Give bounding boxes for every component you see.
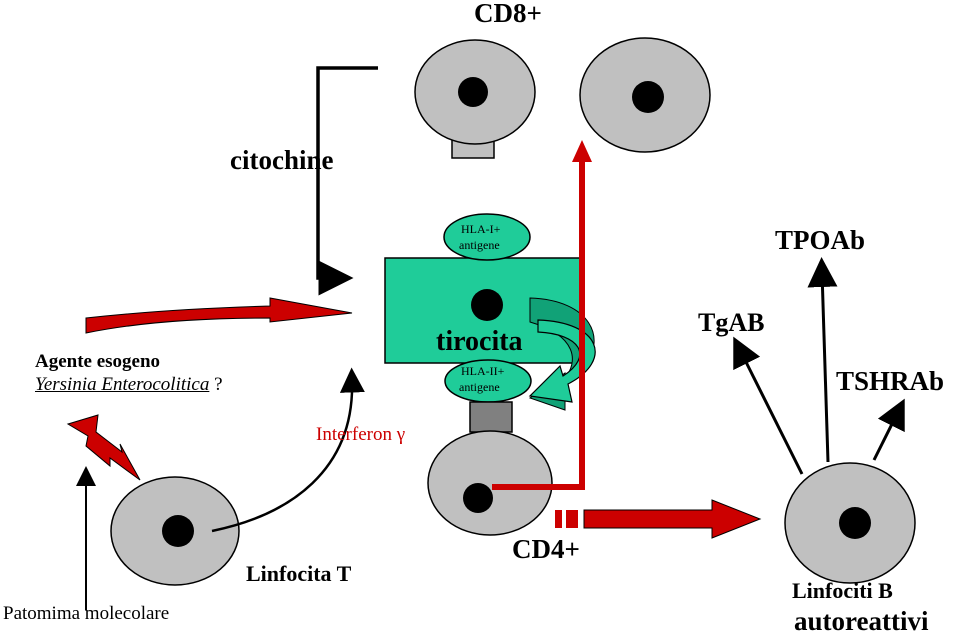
interferon-arrow	[211, 367, 365, 533]
yersinia-label: Yersinia Enterocolitica ?	[35, 374, 223, 396]
hla2-label-line1: HLA-II+	[461, 364, 505, 378]
tshrab-label: TSHRAb	[836, 366, 945, 396]
question-mark: ?	[214, 374, 223, 395]
tpoab-arrow	[807, 257, 838, 463]
nucleus	[463, 483, 493, 513]
cd4-cell	[427, 430, 553, 536]
nucleus	[162, 515, 194, 547]
agente-esogeno-label: Agente esogeno	[35, 351, 161, 372]
tgab-label: TgAB	[698, 308, 765, 337]
cd8-label: CD8+	[474, 0, 542, 28]
hla1-label-line2: antigene	[459, 238, 500, 252]
patomima-label: Patomima molecolare	[3, 603, 170, 624]
tshrab-arrow	[872, 398, 905, 461]
hla1-label-line1: HLA-I+	[461, 222, 501, 236]
tgab-arrow	[733, 336, 804, 475]
citochine-label: citochine	[230, 145, 334, 175]
citochine-arrow	[316, 66, 378, 296]
b-lymphocyte-cell	[784, 462, 916, 584]
tpoab-label: TPOAb	[775, 225, 866, 255]
hla1-antigen	[443, 213, 531, 261]
cd4-to-cd8-arrow	[492, 160, 585, 490]
exogenous-agent-arrow	[85, 297, 353, 334]
nucleus	[839, 507, 871, 539]
hla2-receptor	[469, 401, 513, 433]
cd4-to-cd8-arrowhead	[572, 140, 592, 162]
nucleus	[458, 77, 488, 107]
autoreattivi-label: autoreattivi	[794, 606, 929, 636]
hla2-label-line2: antigene	[459, 380, 500, 394]
thyrocyte-nucleus	[471, 289, 503, 321]
interferon-label: Interferon γ	[316, 424, 406, 445]
nucleus	[632, 81, 664, 113]
cd4-label: CD4+	[512, 534, 580, 564]
linfociti-b-label: Linfociti B	[792, 578, 893, 603]
yersinia-name: Yersinia Enterocolitica	[35, 374, 210, 395]
cd8-cell-left	[414, 39, 536, 159]
lightning-bolt-icon	[66, 414, 141, 481]
tirocita-label: tirocita	[436, 326, 523, 357]
t-lymphocyte-cell	[110, 476, 240, 586]
cd8-cell-right	[579, 37, 711, 153]
linfocita-t-label: Linfocita T	[246, 561, 352, 586]
cd4-to-b-arrow	[555, 499, 762, 539]
